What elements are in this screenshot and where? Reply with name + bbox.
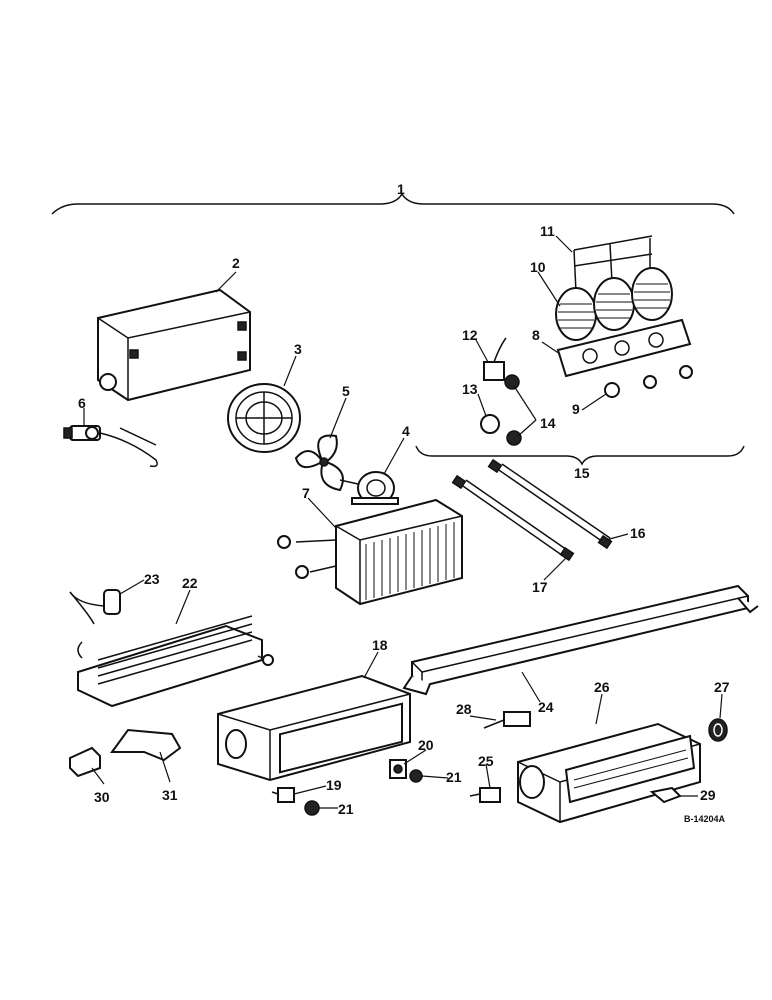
- overhead-unit: [517, 722, 701, 824]
- callout-30: 30: [94, 789, 110, 805]
- callout-2: 2: [232, 255, 240, 271]
- evaporator-coil: [77, 615, 274, 708]
- expansion-valve: [69, 589, 121, 625]
- knob-lower: [304, 800, 320, 816]
- callout-13: 13: [462, 381, 478, 397]
- louver-dampers: [555, 235, 673, 341]
- callout-20: 20: [418, 737, 434, 753]
- leader-lines: [83, 235, 723, 809]
- callout-10: 10: [530, 259, 546, 275]
- callout-24: 24: [538, 699, 554, 715]
- callout-15: 15: [574, 465, 590, 481]
- blower-switch: [271, 787, 295, 803]
- heater-core: [277, 498, 463, 606]
- callout-28: 28: [456, 701, 472, 717]
- bracket-31: [110, 728, 182, 762]
- callout-26: 26: [594, 679, 610, 695]
- fan-guard: [227, 383, 301, 453]
- assembly-bracket: [51, 192, 735, 215]
- fan-blade: [294, 434, 344, 492]
- callout-7: 7: [302, 485, 310, 501]
- callout-5: 5: [342, 383, 350, 399]
- tube-17: [451, 474, 575, 562]
- control-knobs: [604, 365, 693, 398]
- callout-22: 22: [182, 575, 198, 591]
- evaporator-housing: [217, 674, 411, 782]
- mounting-channel: [402, 584, 759, 696]
- callout-21b: 21: [338, 801, 354, 817]
- knob-upper: [409, 769, 423, 783]
- control-valve: [63, 425, 158, 468]
- thermostat-switch: [389, 759, 407, 779]
- callout-4: 4: [402, 423, 410, 439]
- callout-19: 19: [326, 777, 342, 793]
- callout-6: 6: [78, 395, 86, 411]
- thermostat: [483, 711, 531, 729]
- callout-29: 29: [700, 787, 716, 803]
- callout-23: 23: [144, 571, 160, 587]
- callout-labels: 1 2 3 4 5 6 7 8 9 10 11 12 13 14 15 16 1…: [78, 181, 730, 824]
- heater-housing: [97, 288, 251, 402]
- tube-16: [487, 458, 613, 550]
- switch-assembly: [480, 337, 522, 446]
- control-panel: [556, 318, 692, 378]
- callout-3: 3: [294, 341, 302, 357]
- callout-25: 25: [478, 753, 494, 769]
- callout-9: 9: [572, 401, 580, 417]
- callout-1: 1: [397, 181, 405, 197]
- callout-14: 14: [540, 415, 556, 431]
- callout-21a: 21: [446, 769, 462, 785]
- callout-17: 17: [532, 579, 548, 595]
- group-bracket: [415, 445, 745, 466]
- callout-16: 16: [630, 525, 646, 541]
- callout-11: 11: [540, 223, 555, 239]
- callout-31: 31: [162, 787, 178, 803]
- drawing-number: B-14204A: [684, 814, 726, 824]
- callout-27: 27: [714, 679, 730, 695]
- resistor: [469, 787, 501, 803]
- callout-12: 12: [462, 327, 478, 343]
- grommet: [708, 718, 728, 742]
- blower-motor: [339, 471, 399, 505]
- callout-18: 18: [372, 637, 388, 653]
- callout-8: 8: [532, 327, 540, 343]
